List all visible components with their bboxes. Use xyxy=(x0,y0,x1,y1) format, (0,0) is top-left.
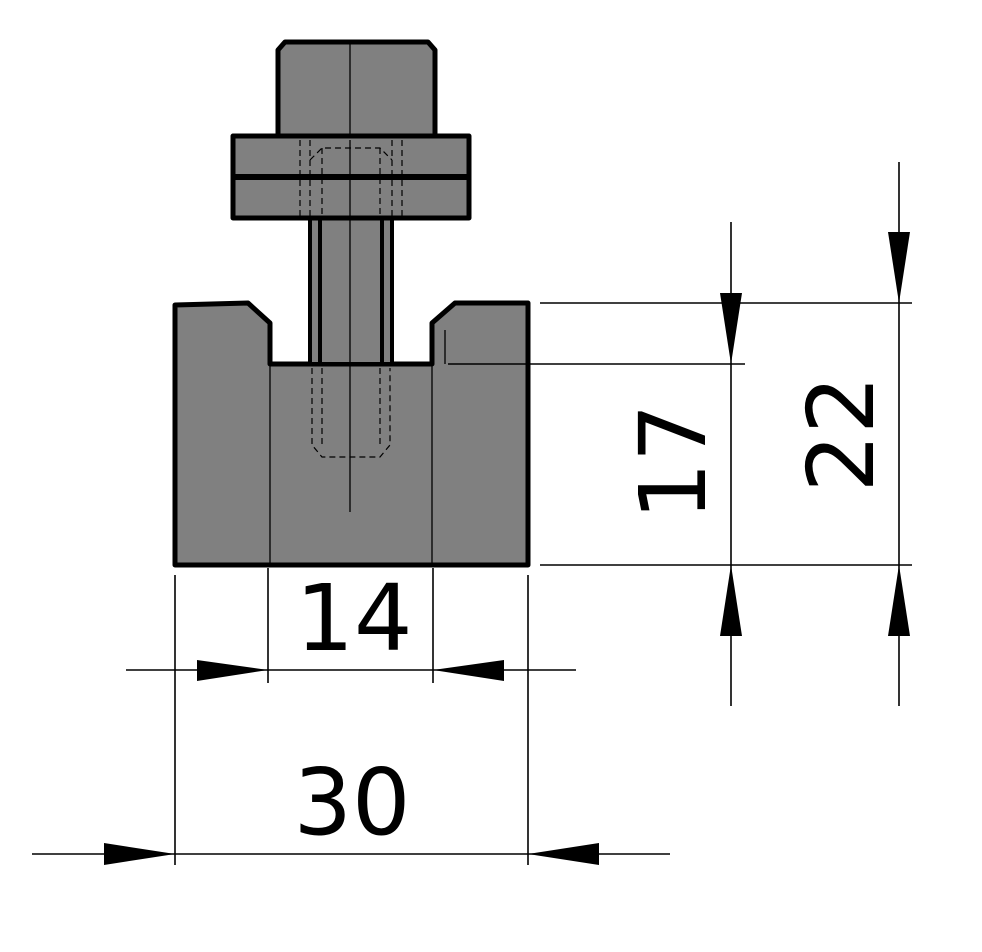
arrow-17-top xyxy=(720,293,742,364)
bolt-head xyxy=(275,39,438,139)
dimension-label-17: 17 xyxy=(620,403,727,520)
t-slot-block xyxy=(172,300,531,568)
arrow-30-left xyxy=(104,843,175,865)
shank xyxy=(308,216,394,366)
dimension-slot-width: 14 xyxy=(126,565,576,683)
bolt-shank xyxy=(308,216,394,366)
threaded-hole-hidden xyxy=(311,368,391,458)
head xyxy=(275,39,438,139)
arrow-14-left xyxy=(197,660,268,681)
dimension-overall-height: 22 xyxy=(540,162,912,706)
dimension-overall-width: 30 xyxy=(32,575,670,865)
dimension-label-30: 30 xyxy=(293,749,410,856)
arrow-17-bottom xyxy=(720,565,742,636)
arrow-22-top xyxy=(888,232,910,303)
dimension-label-14: 14 xyxy=(295,565,412,672)
block-body xyxy=(172,300,531,568)
arrow-30-right xyxy=(528,843,599,865)
washer-nut xyxy=(230,133,472,221)
washer-chamfer-hidden xyxy=(309,147,393,216)
arrow-22-bottom xyxy=(888,565,910,636)
arrow-14-right xyxy=(433,660,504,681)
dimension-label-22: 22 xyxy=(788,375,895,492)
dimension-slot-depth: 17 xyxy=(448,222,912,706)
